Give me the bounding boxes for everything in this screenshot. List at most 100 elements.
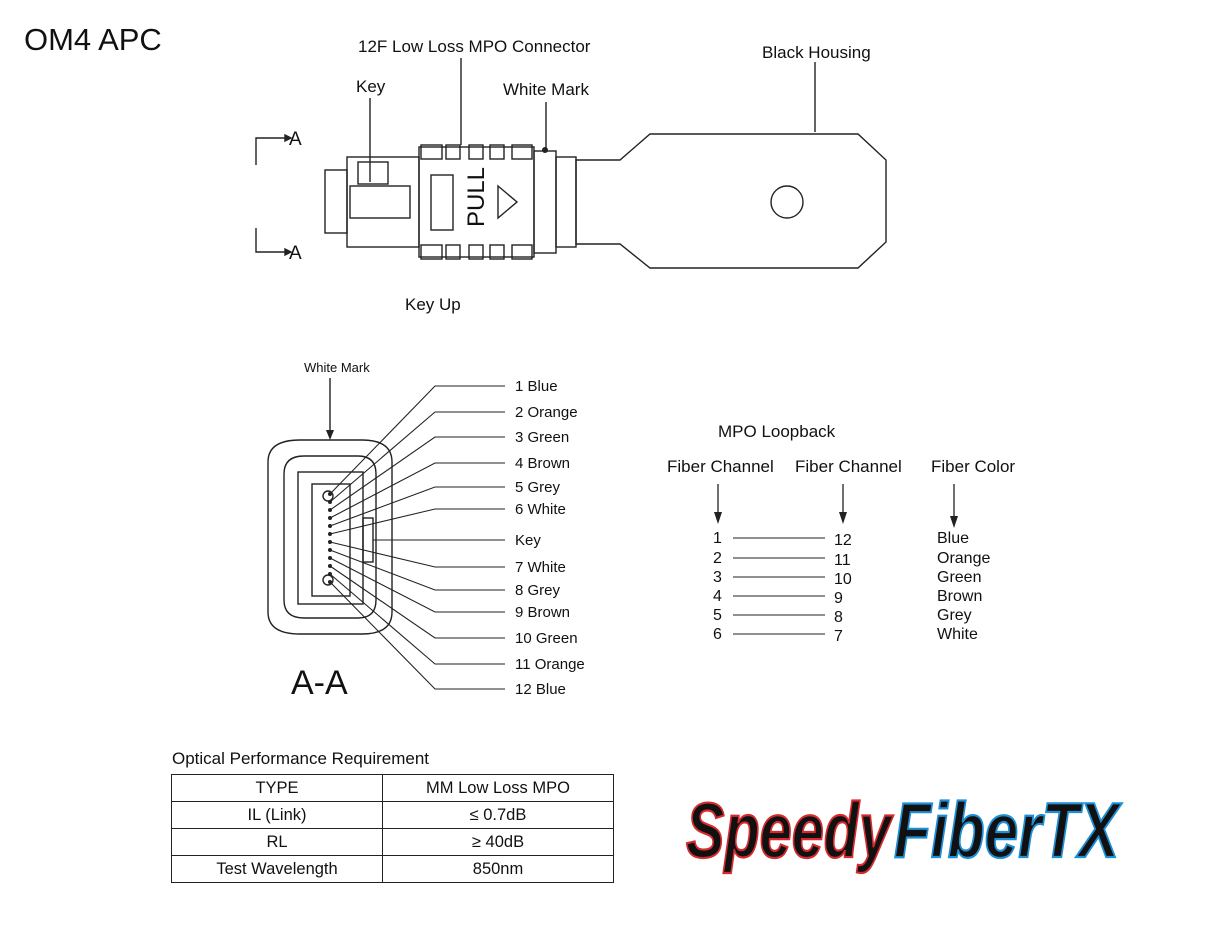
fiber-leader <box>329 486 505 527</box>
pull-label: PULL <box>463 167 490 227</box>
white-mark-label: White Mark <box>503 80 589 99</box>
fiber-leader <box>329 565 505 639</box>
fiber-leader <box>329 557 505 613</box>
fiber-label: 5 Grey <box>515 479 561 496</box>
section-a-top: A <box>289 129 302 150</box>
section-outer-shell <box>267 439 393 635</box>
fiber-dot <box>328 556 332 560</box>
fiber-leader <box>329 462 505 519</box>
connector-collar <box>533 150 557 254</box>
fiber-label: 1 Blue <box>515 378 558 395</box>
loopback-header-1: Fiber Channel <box>667 457 774 476</box>
fiber-label: 12 Blue <box>515 681 566 698</box>
loopback-color: Green <box>937 569 981 586</box>
loopback-header-3: Fiber Color <box>931 457 1015 476</box>
table-cell: Test Wavelength <box>171 855 383 883</box>
table-cell: ≥ 40dB <box>382 828 614 856</box>
loopback-left: 4 <box>713 588 722 605</box>
table-cell: TYPE <box>171 774 383 802</box>
key-up-label: Key Up <box>405 295 461 314</box>
loopback-color: Grey <box>937 607 972 624</box>
logo-fibertx: FiberTX <box>894 786 1122 874</box>
fiber-leader <box>329 411 505 503</box>
fiber-label: Key <box>515 532 541 549</box>
black-housing-label: Black Housing <box>762 43 871 62</box>
fiber-leader <box>329 436 505 511</box>
fiber-label: 9 Brown <box>515 604 570 621</box>
loopback-color: White <box>937 626 978 643</box>
section-marker-bottom <box>255 228 285 253</box>
logo-speedy: Speedy <box>686 786 894 874</box>
loopback-left: 3 <box>713 569 722 586</box>
section-title: A-A <box>291 664 348 702</box>
fiber-label: 2 Orange <box>515 404 578 421</box>
loopback-color: Orange <box>937 550 990 567</box>
fiber-dot <box>328 540 332 544</box>
housing-hole <box>770 185 804 219</box>
fiber-dot <box>328 516 332 520</box>
loopback-right: 9 <box>834 590 843 607</box>
loopback-header-2: Fiber Channel <box>795 457 902 476</box>
fiber-label: 6 White <box>515 501 566 518</box>
table-cell: IL (Link) <box>171 801 383 829</box>
table-row: IL (Link)≤ 0.7dB <box>171 801 614 829</box>
fiber-leader <box>329 581 505 690</box>
loopback-left: 5 <box>713 607 722 624</box>
connector-key <box>357 161 389 185</box>
fiber-label: 3 Green <box>515 429 569 446</box>
fiber-leader <box>329 508 505 535</box>
loopback-right: 12 <box>834 532 852 549</box>
loopback-right: 11 <box>834 552 851 569</box>
fiber-dot <box>328 532 332 536</box>
table-cell: RL <box>171 828 383 856</box>
loopback-right: 8 <box>834 609 843 626</box>
black-housing <box>575 133 887 269</box>
loopback-left: 6 <box>713 626 722 643</box>
fiber-dot <box>328 492 332 496</box>
fiber-leader <box>329 549 505 591</box>
guide-hole-top <box>322 490 334 502</box>
guide-hole-bottom <box>322 574 334 586</box>
page-title: OM4 APC <box>24 22 162 57</box>
section-a-bottom: A <box>289 243 302 264</box>
fiber-dot <box>328 548 332 552</box>
fiber-leader <box>329 573 505 665</box>
fiber-label: 8 Grey <box>515 582 561 599</box>
fiber-dot <box>328 508 332 512</box>
loopback-color: Brown <box>937 588 982 605</box>
loopback-color: Blue <box>937 530 969 547</box>
section-white-mark: White Mark <box>304 360 370 375</box>
loopback-right: 7 <box>834 628 843 645</box>
fiber-label: 4 Brown <box>515 455 570 472</box>
connector-drawing: PULL 12F Low Loss MPO Connector Key Whit… <box>255 37 1015 702</box>
loopback-right: 10 <box>834 571 852 588</box>
performance-title: Optical Performance Requirement <box>172 749 430 768</box>
fiber-dot <box>328 564 332 568</box>
fiber-label: 11 Orange <box>515 656 585 673</box>
table-cell: MM Low Loss MPO <box>382 774 614 802</box>
ferrule-front <box>324 169 348 234</box>
key-label: Key <box>356 77 386 96</box>
fiber-dot <box>328 524 332 528</box>
fiber-label: 10 Green <box>515 630 578 647</box>
loopback-left: 2 <box>713 550 722 567</box>
loopback-left: 1 <box>713 530 722 547</box>
table-cell: ≤ 0.7dB <box>382 801 614 829</box>
pull-arrow <box>497 184 519 220</box>
section-marker-top <box>255 137 285 165</box>
fiber-dot <box>328 572 332 576</box>
fiber-leader <box>329 385 505 495</box>
speedyfibertx-logo: Speedy FiberTX <box>685 785 1123 875</box>
table-row: RL≥ 40dB <box>171 828 614 856</box>
fiber-dot <box>328 500 332 504</box>
fiber-leader <box>329 541 505 568</box>
fiber-dot <box>328 580 332 584</box>
loopback-title: MPO Loopback <box>718 422 836 441</box>
white-mark-dot <box>542 147 548 153</box>
fiber-label: 7 White <box>515 559 566 576</box>
connector-label: 12F Low Loss MPO Connector <box>358 37 591 56</box>
table-cell: 850nm <box>382 855 614 883</box>
